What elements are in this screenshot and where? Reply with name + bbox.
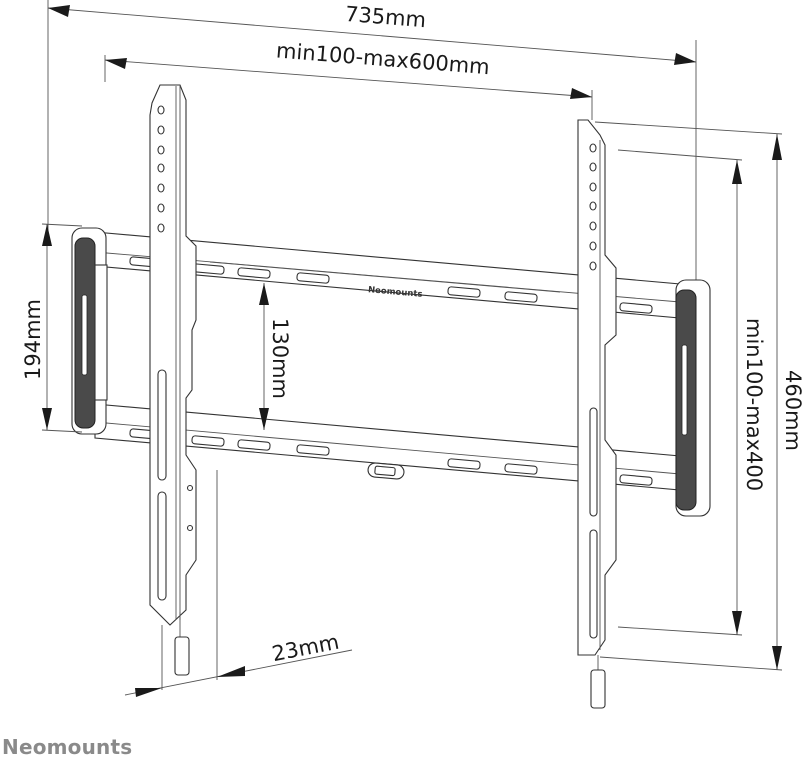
dimension-wall-plate-height: 194mm <box>21 223 83 433</box>
left-arm-holes <box>157 105 165 233</box>
dimension-rail-spacing: 130mm <box>259 283 292 430</box>
arrow-left-icon <box>105 58 127 69</box>
arrow-right-icon <box>570 88 592 99</box>
arrow-right-icon <box>674 53 696 65</box>
brand-logo: Neomounts <box>2 735 133 759</box>
label-rail-spacing: 130mm <box>268 318 292 399</box>
plate-brand-label: Neomounts <box>368 285 423 300</box>
label-overall-width: 735mm <box>344 2 427 32</box>
label-vesa-width: min100-max600mm <box>275 38 490 79</box>
right-lock-pull <box>590 669 606 709</box>
arrow-up-icon <box>259 283 269 305</box>
left-end-pad <box>71 227 108 435</box>
dimension-overall-height: 460mm <box>594 121 804 671</box>
dimension-vesa-height: min100-max400 <box>617 149 766 636</box>
top-rail-slots <box>129 256 653 314</box>
right-arm-holes <box>589 143 597 271</box>
label-wall-plate-height: 194mm <box>21 299 45 380</box>
right-end-pad <box>675 279 711 517</box>
arrow-right-icon <box>135 688 162 697</box>
left-lock-pull <box>174 636 190 676</box>
arrow-up-icon <box>772 134 782 160</box>
label-overall-height: 460mm <box>781 370 804 451</box>
arrow-up-icon <box>732 160 742 184</box>
right-vertical-arm <box>577 119 617 709</box>
arrow-left-icon <box>217 666 245 677</box>
label-wall-distance: 23mm <box>270 630 341 666</box>
label-vesa-height: min100-max400 <box>742 318 766 491</box>
arrow-down-icon <box>259 408 269 430</box>
arrow-down-icon <box>42 408 52 430</box>
left-vertical-arm <box>149 84 197 676</box>
arrow-down-icon <box>732 611 742 635</box>
arrow-up-icon <box>42 224 52 246</box>
arrow-left-icon <box>48 5 70 17</box>
arrow-down-icon <box>772 646 782 670</box>
